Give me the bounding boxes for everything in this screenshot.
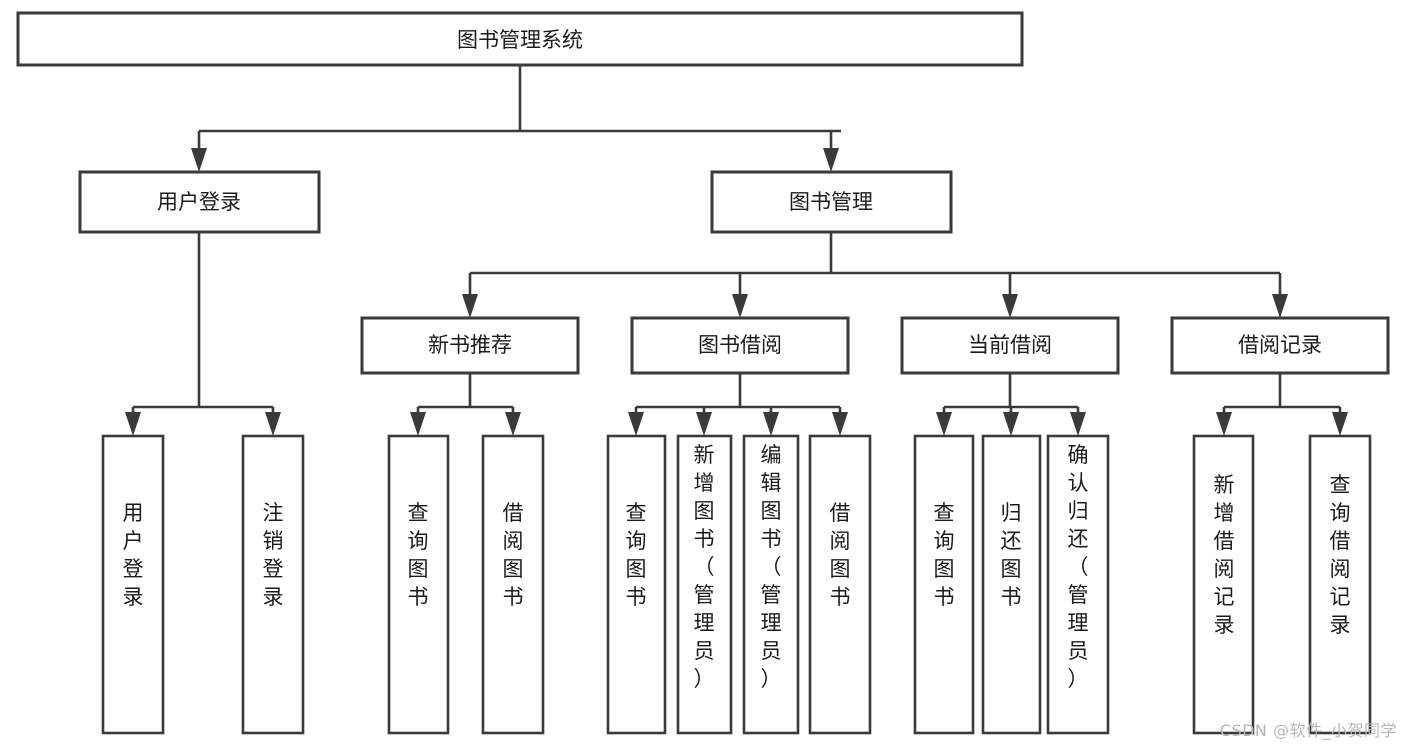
- node-leaf-return-book[interactable]: 归还图书: [981, 434, 1042, 735]
- node-new-book-recommend-label: 新书推荐: [428, 333, 512, 357]
- node-leaf-return-book-label: 归还图书: [1001, 501, 1022, 609]
- arrowhead-leaf-confirm-return: [1070, 412, 1086, 436]
- node-leaf-user-logout[interactable]: 注销登录: [241, 434, 305, 735]
- arrowhead-leaf-edit-book: [763, 412, 779, 436]
- arrowhead-leaf-borrow-book-1: [505, 412, 521, 436]
- node-book-borrow-label: 图书借阅: [698, 333, 782, 357]
- node-leaf-add-book[interactable]: 新增图书（管理员）: [676, 434, 733, 735]
- node-leaf-confirm-return-label: 确认归还（管理员）: [1068, 443, 1089, 691]
- node-root-box[interactable]: [16, 11, 1024, 67]
- connector-group-new-book-recommend: [410, 373, 521, 436]
- arrowhead-leaf-add-record: [1216, 412, 1232, 436]
- arrowhead-leaf-return-book: [1003, 412, 1019, 436]
- node-user-login-label: 用户登录: [157, 190, 241, 214]
- node-leaf-borrow-book-1[interactable]: 借阅图书: [481, 434, 545, 735]
- node-leaf-borrow-book-1-label: 借阅图书: [503, 501, 524, 609]
- connector-group-user-login: [125, 232, 281, 436]
- connector-group-borrow-record: [1216, 373, 1348, 436]
- connector-group-current-borrow: [936, 373, 1086, 436]
- node-leaf-query-book-3[interactable]: 查询图书: [913, 434, 975, 735]
- node-leaf-add-book-box[interactable]: [676, 434, 733, 735]
- node-borrow-record-label: 借阅记录: [1238, 333, 1322, 357]
- node-current-borrow[interactable]: 当前借阅: [900, 316, 1120, 375]
- node-leaf-query-record[interactable]: 查询借阅记录: [1308, 434, 1372, 735]
- node-current-borrow-label: 当前借阅: [968, 333, 1052, 357]
- node-current-borrow-box[interactable]: [900, 316, 1120, 375]
- node-leaf-query-book-2-label: 查询图书: [626, 501, 647, 609]
- connector-group-book-manage: [462, 232, 1288, 318]
- arrowhead-book-borrow: [732, 294, 748, 318]
- arrowhead-borrow-record: [1272, 294, 1288, 318]
- arrowhead-current-borrow: [1002, 294, 1018, 318]
- arrowhead-leaf-user-login: [125, 412, 141, 436]
- node-leaf-query-record-box[interactable]: [1308, 434, 1372, 735]
- node-leaf-query-book-2[interactable]: 查询图书: [606, 434, 667, 735]
- node-borrow-record-box[interactable]: [1170, 316, 1390, 375]
- csdn-watermark: CSDN @软件_小贺同学: [1219, 721, 1397, 740]
- node-leaf-edit-book-label: 编辑图书（管理员）: [761, 443, 782, 691]
- node-new-book-recommend-box[interactable]: [360, 316, 580, 375]
- arrowhead-leaf-query-record: [1332, 412, 1348, 436]
- arrowhead-leaf-query-book-1: [410, 412, 426, 436]
- node-book-borrow-box[interactable]: [630, 316, 850, 375]
- node-leaf-borrow-book-2-box[interactable]: [808, 434, 872, 735]
- node-leaf-add-book-label: 新增图书（管理员）: [694, 443, 715, 691]
- node-leaf-borrow-book-1-box[interactable]: [481, 434, 545, 735]
- node-leaf-user-logout-box[interactable]: [241, 434, 305, 735]
- arrowhead-leaf-query-book-2: [628, 412, 644, 436]
- arrowhead-user-login: [191, 148, 207, 172]
- node-leaf-query-book-1-box[interactable]: [387, 434, 450, 735]
- connector-group-book-borrow: [628, 373, 848, 436]
- node-borrow-record[interactable]: 借阅记录: [1170, 316, 1390, 375]
- node-leaf-user-logout-label: 注销登录: [263, 501, 284, 609]
- node-leaf-query-book-3-box[interactable]: [913, 434, 975, 735]
- node-leaf-edit-book[interactable]: 编辑图书（管理员）: [742, 434, 800, 735]
- node-leaf-user-login[interactable]: 用户登录: [101, 434, 165, 735]
- arrowhead-leaf-user-logout: [265, 412, 281, 436]
- node-user-login[interactable]: 用户登录: [78, 170, 321, 234]
- node-leaf-query-book-1-label: 查询图书: [408, 501, 429, 609]
- node-book-manage-label: 图书管理: [789, 190, 873, 214]
- node-leaf-query-book-3-label: 查询图书: [934, 501, 955, 609]
- node-book-manage[interactable]: 图书管理: [710, 170, 953, 234]
- connector-group-root: [191, 65, 841, 172]
- node-user-login-box[interactable]: [78, 170, 321, 234]
- node-book-manage-box[interactable]: [710, 170, 953, 234]
- node-leaf-query-record-label: 查询借阅记录: [1330, 473, 1351, 637]
- node-leaf-query-book-1[interactable]: 查询图书: [387, 434, 450, 735]
- node-leaf-add-record-box[interactable]: [1192, 434, 1255, 735]
- node-leaf-return-book-box[interactable]: [981, 434, 1042, 735]
- node-leaf-confirm-return[interactable]: 确认归还（管理员）: [1046, 434, 1110, 735]
- node-leaf-borrow-book-2[interactable]: 借阅图书: [808, 434, 872, 735]
- node-leaf-user-login-label: 用户登录: [123, 501, 144, 609]
- node-root[interactable]: 图书管理系统: [16, 11, 1024, 67]
- arrowhead-book-manage: [823, 148, 839, 172]
- node-leaf-add-record-label: 新增借阅记录: [1214, 473, 1235, 637]
- arrowhead-leaf-borrow-book-2: [832, 412, 848, 436]
- node-leaf-add-record[interactable]: 新增借阅记录: [1192, 434, 1255, 735]
- node-root-label: 图书管理系统: [457, 28, 583, 52]
- node-new-book-recommend[interactable]: 新书推荐: [360, 316, 580, 375]
- node-leaf-query-book-2-box[interactable]: [606, 434, 667, 735]
- arrowhead-leaf-query-book-3: [936, 412, 952, 436]
- node-leaf-edit-book-box[interactable]: [742, 434, 800, 735]
- arrowhead-leaf-add-book: [696, 412, 712, 436]
- arrowhead-new-book-recommend: [462, 294, 478, 318]
- node-leaf-user-login-box[interactable]: [101, 434, 165, 735]
- node-book-borrow[interactable]: 图书借阅: [630, 316, 850, 375]
- node-leaf-borrow-book-2-label: 借阅图书: [830, 501, 851, 609]
- node-leaf-confirm-return-box[interactable]: [1046, 434, 1110, 735]
